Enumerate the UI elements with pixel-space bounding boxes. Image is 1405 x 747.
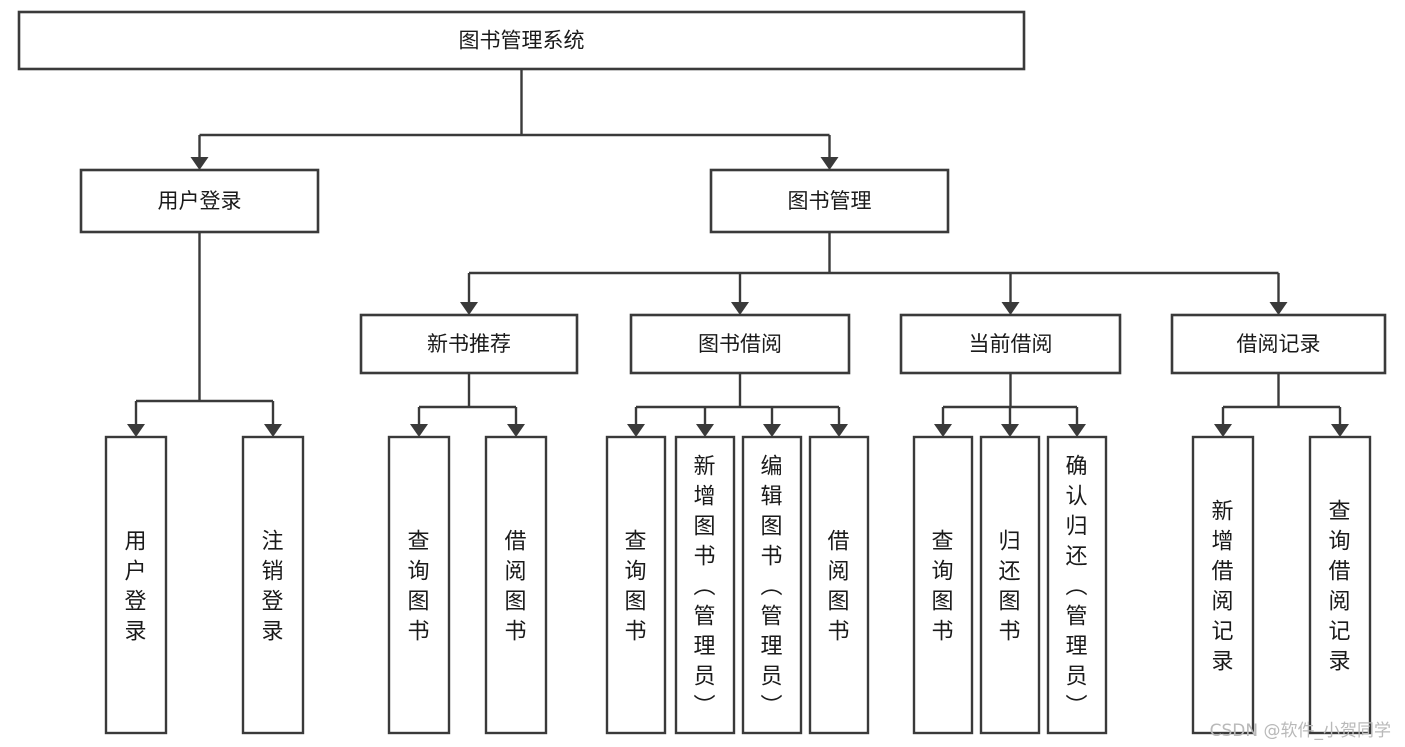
- connector-group: [410, 373, 525, 437]
- node-label: 图书管理系统: [459, 29, 585, 53]
- watermark-text: CSDN @软件_小贺同学: [1209, 721, 1391, 741]
- node-layer: 图书管理系统用户登录图书管理新书推荐图书借阅当前借阅借阅记录用户登录注销登录查询…: [17, 10, 1387, 735]
- node-l2-c[interactable]: 当前借阅: [899, 313, 1122, 375]
- node-label: 借阅图书: [504, 529, 527, 644]
- node-rect: [605, 435, 667, 735]
- node-label: 编辑图书︵管理员︶: [760, 454, 783, 719]
- node-leaf-11[interactable]: 确认归还︵管理员︶: [1046, 435, 1108, 735]
- node-label: 查询图书: [624, 529, 647, 644]
- node-label: 借阅图书: [827, 529, 850, 644]
- node-rect: [241, 435, 305, 735]
- node-leaf-4[interactable]: 借阅图书: [484, 435, 548, 735]
- node-leaf-5[interactable]: 查询图书: [605, 435, 667, 735]
- node-label: 用户登录: [124, 529, 147, 644]
- connector-group: [127, 232, 282, 437]
- node-label: 查询借阅记录: [1328, 499, 1351, 674]
- node-l2-d[interactable]: 借阅记录: [1170, 313, 1387, 375]
- node-rect: [104, 435, 168, 735]
- node-root[interactable]: 图书管理系统: [17, 10, 1026, 71]
- node-leaf-9[interactable]: 查询图书: [912, 435, 974, 735]
- node-rect: [912, 435, 974, 735]
- node-label: 确认归还︵管理员︶: [1065, 454, 1088, 719]
- node-rect: [359, 313, 579, 375]
- node-leaf-8[interactable]: 借阅图书: [808, 435, 870, 735]
- node-rect: [741, 435, 803, 735]
- node-rect: [674, 435, 736, 735]
- node-rect: [709, 168, 950, 234]
- node-l2-a[interactable]: 新书推荐: [359, 313, 579, 375]
- connector-group: [460, 232, 1288, 315]
- node-rect: [1191, 435, 1255, 735]
- connector-group: [190, 69, 839, 170]
- node-leaf-12[interactable]: 新增借阅记录: [1191, 435, 1255, 735]
- node-rect: [484, 435, 548, 735]
- node-rect: [79, 168, 320, 234]
- node-leaf-1[interactable]: 用户登录: [104, 435, 168, 735]
- node-label: 新增图书︵管理员︶: [693, 454, 716, 719]
- node-rect: [387, 435, 451, 735]
- node-rect: [1308, 435, 1372, 735]
- node-rect: [899, 313, 1122, 375]
- node-leaf-6[interactable]: 新增图书︵管理员︶: [674, 435, 736, 735]
- node-label: 查询图书: [931, 529, 954, 644]
- node-label: 用户登录: [158, 189, 242, 213]
- node-label: 归还图书: [998, 529, 1021, 644]
- node-label: 注销登录: [261, 529, 284, 644]
- node-label: 图书管理: [788, 189, 872, 213]
- node-rect: [1046, 435, 1108, 735]
- node-leaf-7[interactable]: 编辑图书︵管理员︶: [741, 435, 803, 735]
- node-leaf-10[interactable]: 归还图书: [979, 435, 1041, 735]
- node-leaf-2[interactable]: 注销登录: [241, 435, 305, 735]
- connector-group: [1214, 373, 1349, 437]
- node-rect: [1170, 313, 1387, 375]
- node-rect: [17, 10, 1026, 71]
- node-rect: [629, 313, 851, 375]
- node-rect: [979, 435, 1041, 735]
- node-label: 图书借阅: [698, 332, 782, 356]
- edge-layer: [127, 69, 1349, 437]
- node-rect: [808, 435, 870, 735]
- node-label: 查询图书: [407, 529, 430, 644]
- node-leaf-3[interactable]: 查询图书: [387, 435, 451, 735]
- node-label: 新书推荐: [427, 332, 511, 356]
- connector-group: [627, 373, 848, 437]
- node-label: 借阅记录: [1237, 332, 1321, 356]
- node-label: 当前借阅: [969, 332, 1053, 356]
- node-leaf-13[interactable]: 查询借阅记录: [1308, 435, 1372, 735]
- node-l1-b[interactable]: 图书管理: [709, 168, 950, 234]
- connector-group: [934, 373, 1086, 437]
- node-l2-b[interactable]: 图书借阅: [629, 313, 851, 375]
- node-l1-a[interactable]: 用户登录: [79, 168, 320, 234]
- node-label: 新增借阅记录: [1211, 499, 1234, 674]
